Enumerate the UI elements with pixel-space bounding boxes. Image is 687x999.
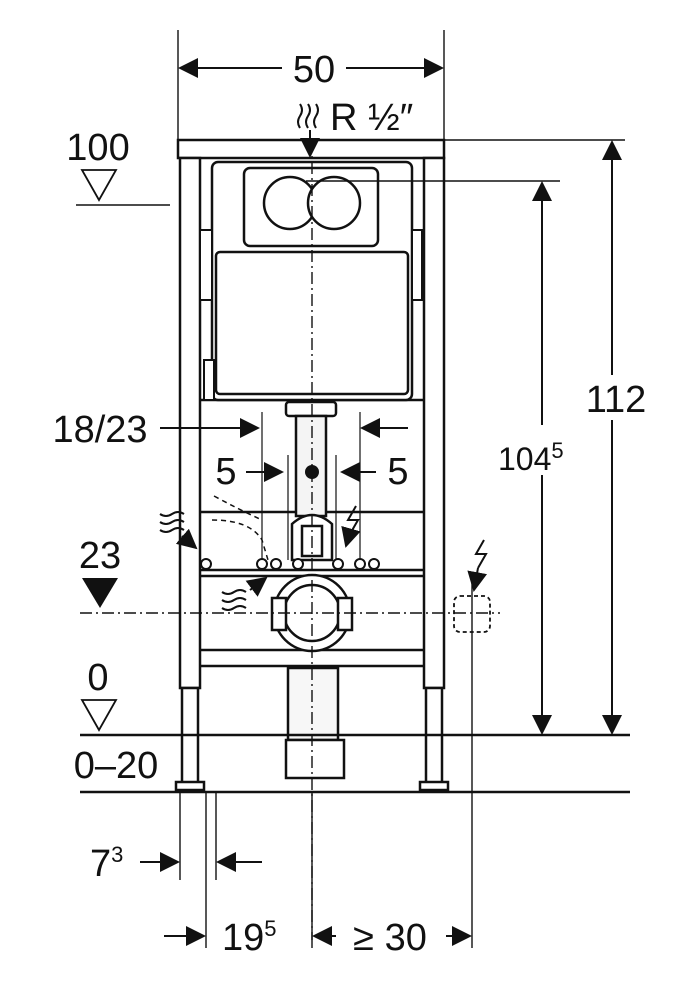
- electric-icon: [346, 505, 488, 569]
- level-100-label: 100: [66, 127, 129, 169]
- level-0-label: 0: [87, 657, 108, 699]
- offset-right-label: 5: [387, 451, 408, 493]
- frame-right-leg: [424, 686, 444, 790]
- level-23-marker: [82, 578, 118, 608]
- pipe-label: R ½″: [330, 97, 413, 139]
- bottom-right-label: ≥ 30: [353, 917, 427, 959]
- level-23-label: 23: [79, 535, 121, 577]
- width-total-label: 50: [293, 49, 335, 91]
- drain-outlet: [284, 738, 346, 780]
- level-range-label: 0–20: [74, 745, 159, 787]
- offset-left-label: 5: [215, 451, 236, 493]
- frame-left-post: [178, 156, 202, 690]
- height-inner-label: 1045: [498, 438, 564, 477]
- frame-right-post: [422, 156, 446, 690]
- spacing-label: 18/23: [52, 409, 147, 451]
- water-supply-icon: [297, 103, 319, 129]
- bottom-mid-label: 195: [222, 916, 277, 959]
- bottom-left-label: 73: [90, 842, 123, 885]
- height-total-label: 112: [586, 379, 647, 421]
- level-100-marker: [80, 169, 118, 202]
- frame-left-leg: [180, 686, 200, 790]
- drain-icon: [159, 511, 247, 611]
- flush-pipe-center: [305, 465, 319, 479]
- flush-button-right: [306, 175, 362, 231]
- level-0-marker: [80, 699, 118, 732]
